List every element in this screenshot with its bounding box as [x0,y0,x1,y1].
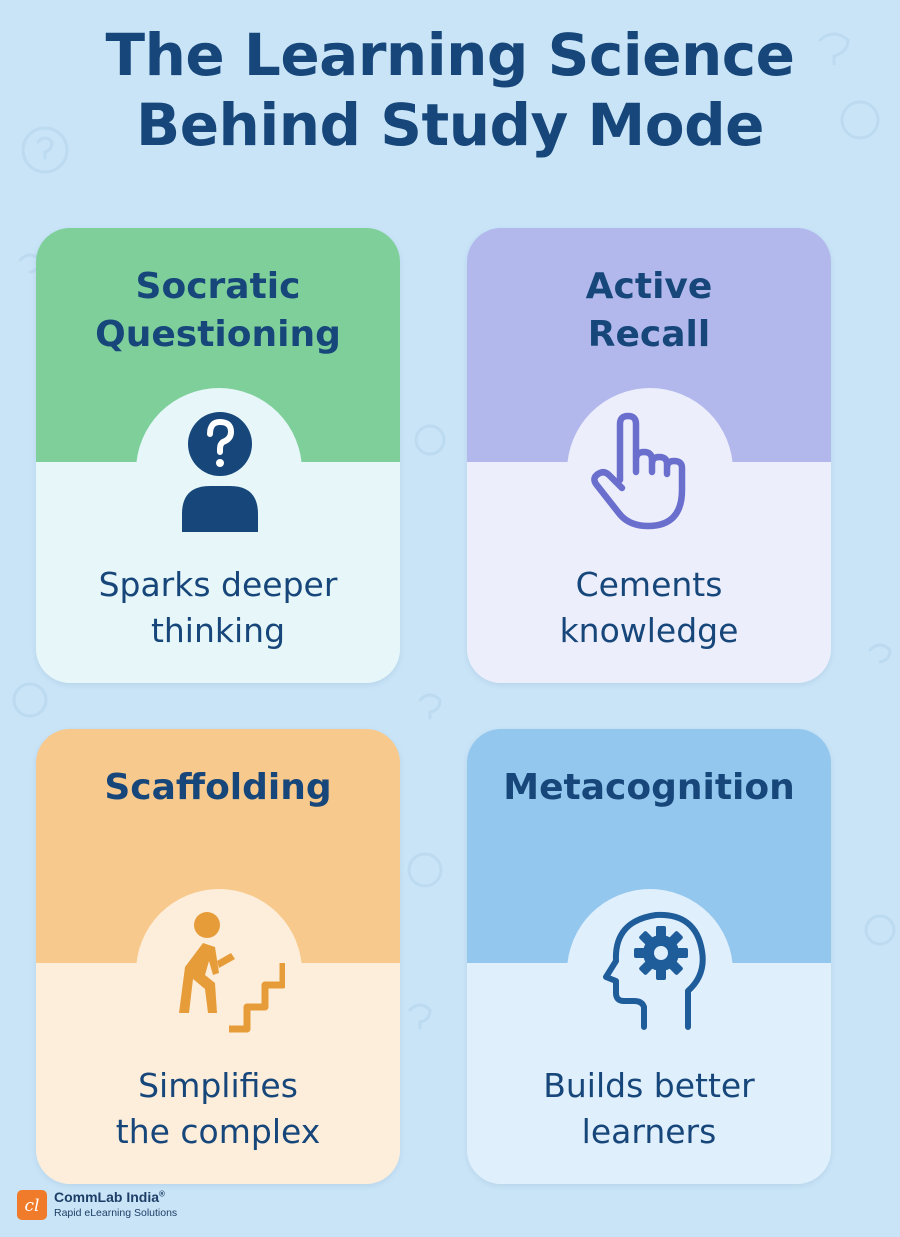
card-heading-line-1: Scaffolding [104,767,332,808]
icon-arch [136,889,302,1059]
card-description-line-1: Sparks deeper [98,565,338,604]
page-title-line-1: The Learning Science [105,21,795,89]
card-heading-line-1: Metacognition [503,767,795,808]
page-title: The Learning Science Behind Study Mode [0,20,900,160]
card-heading-line-1: Active [585,266,713,307]
card-heading-line-2: Questioning [95,314,341,355]
head-gear-icon [603,911,706,1030]
card-description-line-2: thinking [150,611,286,650]
card-heading-line-2: Recall [587,314,711,355]
card-heading: Scaffolding [36,764,400,812]
card-heading: Active Recall [467,263,831,359]
card-description-line-2: learners [581,1112,717,1151]
card-description: Simplifies the complex [36,1063,400,1155]
card-socratic-questioning: Socratic Questioning Sparks deeper think… [36,228,400,683]
card-heading: Metacognition [467,764,831,812]
logo-name-text: CommLab India [54,1189,160,1205]
card-metacognition: Metacognition Builds better learners [467,729,831,1184]
commlab-logo-mark: cl [17,1190,47,1220]
pointing-hand-icon [591,412,686,530]
page-title-line-2: Behind Study Mode [136,91,764,159]
card-description-line-1: Builds better [543,1066,755,1105]
logo-tagline: Rapid eLearning Solutions [54,1207,178,1219]
registered-mark: ® [159,1189,165,1199]
card-description-line-1: Simplifies [138,1066,298,1105]
card-description: Sparks deeper thinking [36,562,400,654]
card-heading: Socratic Questioning [36,263,400,359]
card-description: Cements knowledge [467,562,831,654]
card-description-line-1: Cements [575,565,723,604]
svg-text:cl: cl [25,1196,40,1216]
card-scaffolding: Scaffolding Simplifies the complex [36,729,400,1184]
card-heading-line-1: Socratic [135,266,301,307]
logo-name: CommLab India® [54,1189,165,1205]
card-active-recall: Active Recall Cements knowledge [467,228,831,683]
person-climbing-stairs-icon [179,912,285,1033]
card-description-line-2: the complex [115,1112,321,1151]
card-description: Builds better learners [467,1063,831,1155]
card-description-line-2: knowledge [559,611,739,650]
person-question-icon [182,412,258,532]
